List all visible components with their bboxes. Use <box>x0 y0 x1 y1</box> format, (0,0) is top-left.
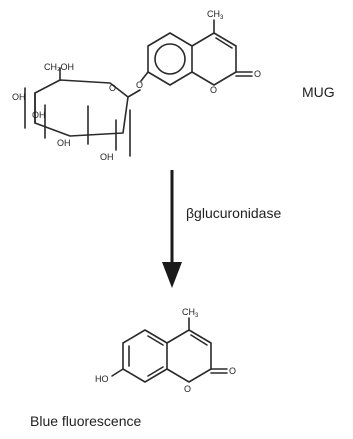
product-carbonyl-oxygen-label: O <box>229 366 236 376</box>
enzyme-label: βglucuronidase <box>186 205 281 221</box>
product-pyrone-ring <box>166 317 228 383</box>
pyrone-ring <box>191 19 253 86</box>
hydroxyl-label-4: OH <box>100 152 114 162</box>
reaction-arrow <box>162 170 182 288</box>
product-lactone-oxygen-label: O <box>184 384 191 394</box>
hydroxy-label: HO <box>95 374 109 384</box>
carbonyl-oxygen-label: O <box>254 69 261 79</box>
product-benzene-ring <box>111 329 168 383</box>
mug-structure: CH₂OH OH OH OH OH O O CH3 O O MUG <box>12 9 335 162</box>
sugar-ring <box>24 67 141 157</box>
hydroxyl-label-1: OH <box>12 92 26 102</box>
product-methyl-label: CH3 <box>182 307 199 319</box>
product-structure: CH3 HO O O <box>95 307 236 394</box>
benzene-ring <box>140 32 193 86</box>
ring-oxygen-label: O <box>109 83 116 93</box>
hydroxyl-label-2: OH <box>32 110 46 120</box>
hydroxyl-label-3: OH <box>57 138 71 148</box>
blue-fluorescence-caption: Blue fluorescence <box>30 413 142 429</box>
mug-label: MUG <box>302 84 335 100</box>
glycosidic-oxygen-label: O <box>136 80 143 90</box>
lactone-oxygen-label: O <box>210 85 217 95</box>
ch2oh-label: CH₂OH <box>44 62 74 72</box>
methyl-label: CH3 <box>207 9 224 21</box>
